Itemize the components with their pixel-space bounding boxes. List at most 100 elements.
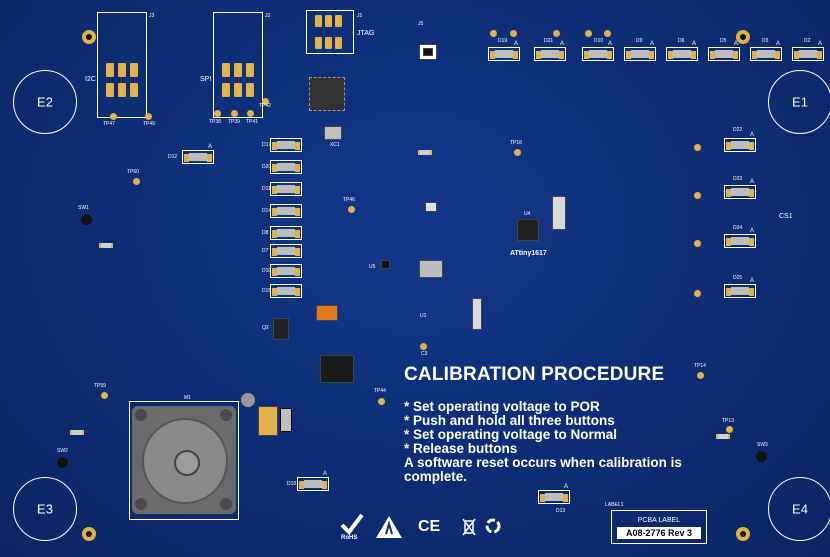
tp44-pad (378, 398, 385, 405)
j5-label: J5 (418, 21, 424, 27)
tp47-pad (110, 113, 117, 120)
calibration-step-1: * Set operating voltage to POR (404, 399, 600, 414)
tp42-pad (262, 98, 269, 105)
spi-label: SPI (200, 76, 212, 83)
d13-label: D13 (556, 508, 566, 514)
tp39-label: TP39 (228, 119, 240, 125)
sw3-label: SW3 (757, 442, 768, 448)
transistor-q2 (273, 318, 289, 340)
mounting-hole-e4: E4 (768, 477, 830, 541)
jtag-label: JTAG (357, 30, 375, 37)
led-d3-label: D3 (762, 38, 769, 44)
led-d8 (270, 226, 302, 240)
pcba-label-caption: PCBA LABEL (637, 517, 681, 524)
diode-d1 (280, 408, 292, 432)
mounting-hole-e4-label: E4 (792, 501, 808, 517)
cs1-label: CS1 (779, 213, 793, 220)
q2-label: Q2 (262, 325, 269, 331)
led-d7-label: D7 (262, 248, 269, 254)
led-d20 (270, 160, 302, 174)
d18-label: D18 (287, 481, 297, 487)
pcba-label: PCBA LABEL A08-2776 Rev 3 (611, 510, 707, 544)
tp42-label: TP42 (259, 103, 271, 109)
j1-label: J1 (357, 13, 363, 19)
tp44-label: TP44 (374, 388, 386, 394)
sensor-u5 (381, 260, 390, 269)
led-d6: A (666, 41, 698, 61)
resistor-array (552, 196, 566, 230)
main-controller-chip (309, 77, 345, 111)
led-d23: A (724, 179, 756, 199)
led-d20-label: D20 (262, 164, 272, 170)
tp46-pad (348, 206, 355, 213)
crystal-xc1 (324, 126, 342, 140)
tp14-pad (697, 372, 704, 379)
resistor-bank (472, 298, 482, 330)
led-d24-label: D24 (733, 225, 743, 231)
led-d11-label: D11 (262, 186, 271, 192)
power-ic (320, 355, 354, 383)
led-d18: A (297, 471, 329, 491)
label1-ref: LABEL1 (605, 502, 624, 508)
capacitor-c4 (99, 243, 113, 248)
tp60-pad (133, 178, 140, 185)
tp-top-4 (585, 30, 592, 37)
mounting-hole-e1-label: E1 (792, 94, 808, 110)
calibration-title: CALIBRATION PROCEDURE (404, 364, 665, 385)
tp59-label: TP59 (94, 383, 106, 389)
capacitor-c5 (70, 430, 84, 435)
calibration-step-2: * Push and hold all three buttons (404, 413, 615, 428)
tp18-pad (514, 149, 521, 156)
led-d14 (270, 204, 302, 218)
sw2-button[interactable] (57, 457, 68, 468)
sw1-label: SW1 (78, 205, 89, 211)
tp41-pad (247, 110, 254, 117)
tp47-label: TP47 (103, 121, 115, 127)
led-d12: A (182, 144, 214, 164)
sw3-button[interactable] (756, 451, 767, 462)
calibration-note-1: A software reset occurs when calibration… (404, 455, 682, 470)
fiducial-bottom-right (736, 527, 750, 541)
sw2-label: SW2 (57, 448, 68, 454)
tp59-pad (101, 392, 108, 399)
calibration-step-4: * Release buttons (404, 441, 518, 456)
fiducial-top-right (736, 30, 750, 44)
fiducial-bottom-left (82, 527, 96, 541)
rohs-label: RoHS (341, 535, 358, 541)
led-d21: A (534, 41, 566, 61)
tp13-pad (726, 426, 733, 433)
spi-connector (213, 12, 263, 118)
led-d2: A (792, 41, 824, 61)
tp-top-3 (553, 30, 560, 37)
fan-m1 (129, 401, 239, 520)
capacitor-c6 (716, 434, 730, 439)
regulator-core (423, 48, 433, 56)
led-d17 (270, 138, 302, 152)
small-chip-u6 (425, 202, 437, 212)
tp-top-1 (490, 30, 497, 37)
led-d11 (270, 182, 302, 196)
tp14-label: TP14 (694, 363, 706, 369)
mounting-hole-e2-label: E2 (37, 94, 53, 110)
led-d17-label: D17 (262, 142, 272, 148)
tp-right-2 (694, 192, 701, 199)
led-d9: A (624, 41, 656, 61)
led-d15-label: D15 (262, 288, 272, 294)
led-d10: A (582, 41, 614, 61)
c3-label: C3 (421, 351, 428, 357)
tp38-label: TP38 (209, 119, 221, 125)
tp13-label: TP13 (722, 418, 734, 424)
sw1-button[interactable] (81, 214, 92, 225)
tp38-pad (214, 110, 221, 117)
u1-label: U1 (420, 313, 427, 319)
mounting-hole-e1: E1 (768, 70, 830, 134)
mounting-hole-e3: E3 (13, 477, 77, 541)
tp60-label: TP60 (127, 169, 139, 175)
mcu-name-label: ATtiny1617 (510, 250, 547, 257)
i2c-label: I2C (85, 76, 96, 83)
tp-top-2 (510, 30, 517, 37)
tp-right-1 (694, 144, 701, 151)
led-d16 (270, 264, 302, 278)
led-d10-label: D10 (594, 38, 604, 44)
